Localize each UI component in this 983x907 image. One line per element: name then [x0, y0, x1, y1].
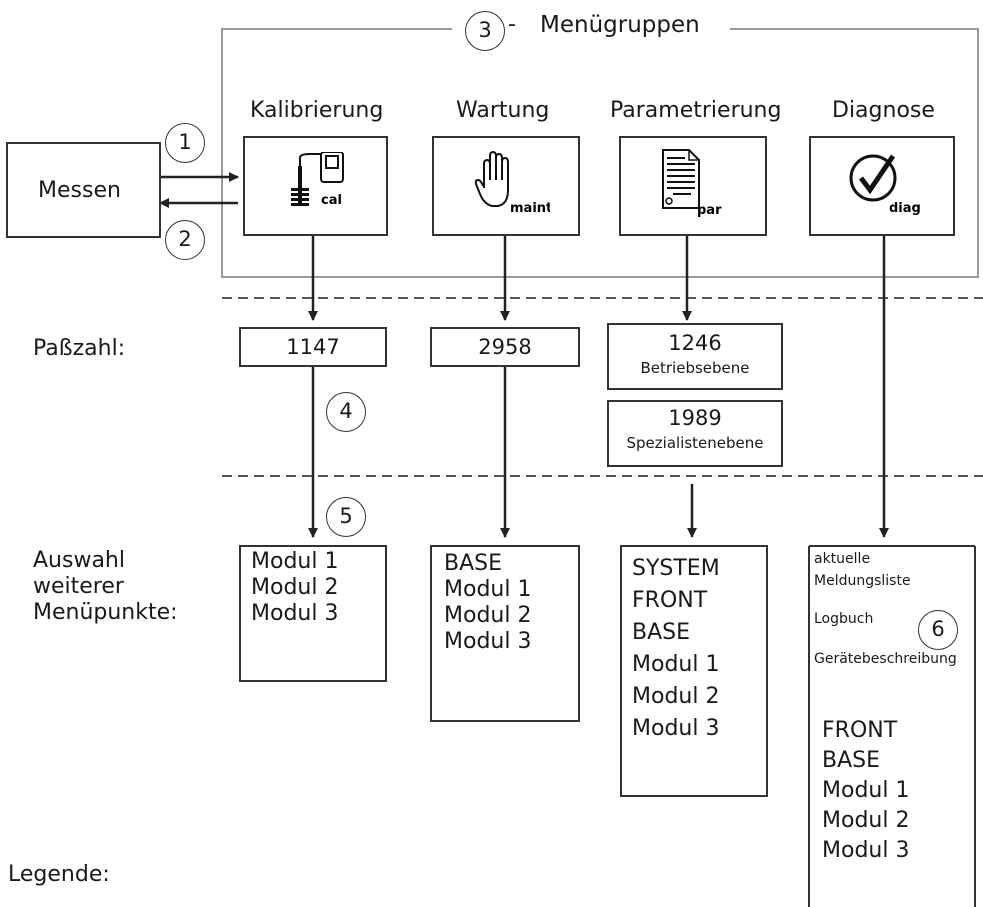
hand-icon: maint [474, 150, 550, 216]
header-diagnose: Diagnose [832, 98, 935, 123]
legend-label: Legende: [8, 862, 110, 887]
list-item[interactable]: Gerätebeschreibung [814, 651, 957, 667]
list-item[interactable]: Logbuch [814, 611, 874, 627]
list-item[interactable]: Modul 3 [444, 629, 532, 654]
diag-items: FRONT BASE Modul 1 Modul 2 Modul 3 [822, 716, 909, 866]
calibration-probe-icon: cal [291, 152, 344, 208]
list-item[interactable]: FRONT [822, 718, 898, 743]
list-item[interactable]: Modul 3 [251, 601, 339, 626]
menu-group-frame [221, 28, 979, 278]
header-wartung: Wartung [456, 98, 550, 123]
list-item[interactable]: BASE [632, 620, 691, 645]
list-item[interactable]: Modul 3 [632, 716, 720, 741]
list-item[interactable]: Modul 3 [822, 838, 910, 863]
code-betriebsebene: 1246 Betriebsebene [607, 323, 783, 390]
cal-icon-label: cal [321, 193, 342, 208]
marker-5: 5 [326, 497, 366, 537]
list-item[interactable]: BASE [444, 551, 503, 576]
marker-4: 4 [326, 392, 366, 432]
kalibrierung-icon-box[interactable]: cal [243, 136, 388, 236]
list-item[interactable]: FRONT [632, 588, 708, 613]
diag-small-items: aktuelle Meldungsliste Logbuch Gerätebes… [814, 550, 957, 668]
document-icon: par [662, 149, 722, 218]
wartung-icon-box[interactable]: maint [432, 136, 580, 236]
list-item[interactable]: Modul 1 [444, 577, 532, 602]
list-item[interactable]: Modul 1 [251, 549, 339, 574]
list-kalibrierung: Modul 1 Modul 2 Modul 3 [239, 545, 387, 682]
diagnose-icon-box[interactable]: diag [809, 136, 955, 236]
marker-1: 1 [165, 123, 205, 163]
list-item[interactable]: Modul 2 [822, 808, 910, 833]
passzahl-label: Paßzahl: [33, 336, 126, 361]
list-item[interactable]: Modul 2 [444, 603, 532, 628]
code-wartung-value: 2958 [478, 335, 532, 359]
list-item[interactable]: Modul 1 [822, 778, 910, 803]
par-icon-label: par [697, 203, 722, 218]
code-betriebsebene-value: 1246 [668, 331, 722, 355]
diag-icon-label: diag [889, 201, 921, 216]
list-item[interactable]: Modul 2 [251, 575, 339, 600]
code-spezialistenebene: 1989 Spezialistenebene [607, 400, 783, 467]
list-wartung: BASE Modul 1 Modul 2 Modul 3 [430, 545, 580, 722]
list-parametrierung: SYSTEM FRONT BASE Modul 1 Modul 2 Modul … [620, 545, 768, 797]
header-kalibrierung: Kalibrierung [250, 98, 384, 123]
marker-6: 6 [918, 610, 958, 650]
list-item[interactable]: aktuelle [814, 551, 871, 567]
checkmark-icon: diag [849, 154, 921, 216]
header-parametrierung: Parametrierung [610, 98, 782, 123]
messen-box[interactable]: Messen [6, 142, 161, 238]
code-wartung: 2958 [430, 327, 580, 367]
code-kalibrierung-value: 1147 [286, 335, 340, 359]
auswahl-label: Auswahl weiterer Menüpunkte: [33, 548, 178, 625]
code-betriebsebene-label: Betriebsebene [640, 359, 750, 377]
list-item[interactable]: Meldungsliste [814, 573, 911, 589]
list-item[interactable]: Modul 1 [632, 652, 720, 677]
code-spezialistenebene-value: 1989 [668, 406, 722, 430]
list-item[interactable]: Modul 2 [632, 684, 720, 709]
code-spezialistenebene-label: Spezialistenebene [626, 434, 764, 452]
list-item[interactable]: SYSTEM [632, 556, 720, 581]
marker-2: 2 [165, 220, 205, 260]
messen-label: Messen [38, 178, 121, 203]
code-kalibrierung: 1147 [239, 327, 387, 367]
list-item[interactable]: BASE [822, 748, 881, 773]
title-dash: - [508, 12, 516, 37]
page-title: Menügruppen [540, 12, 700, 38]
marker-3: 3 [465, 11, 505, 51]
parametrierung-icon-box[interactable]: par [619, 136, 767, 236]
maint-icon-label: maint [510, 201, 550, 216]
